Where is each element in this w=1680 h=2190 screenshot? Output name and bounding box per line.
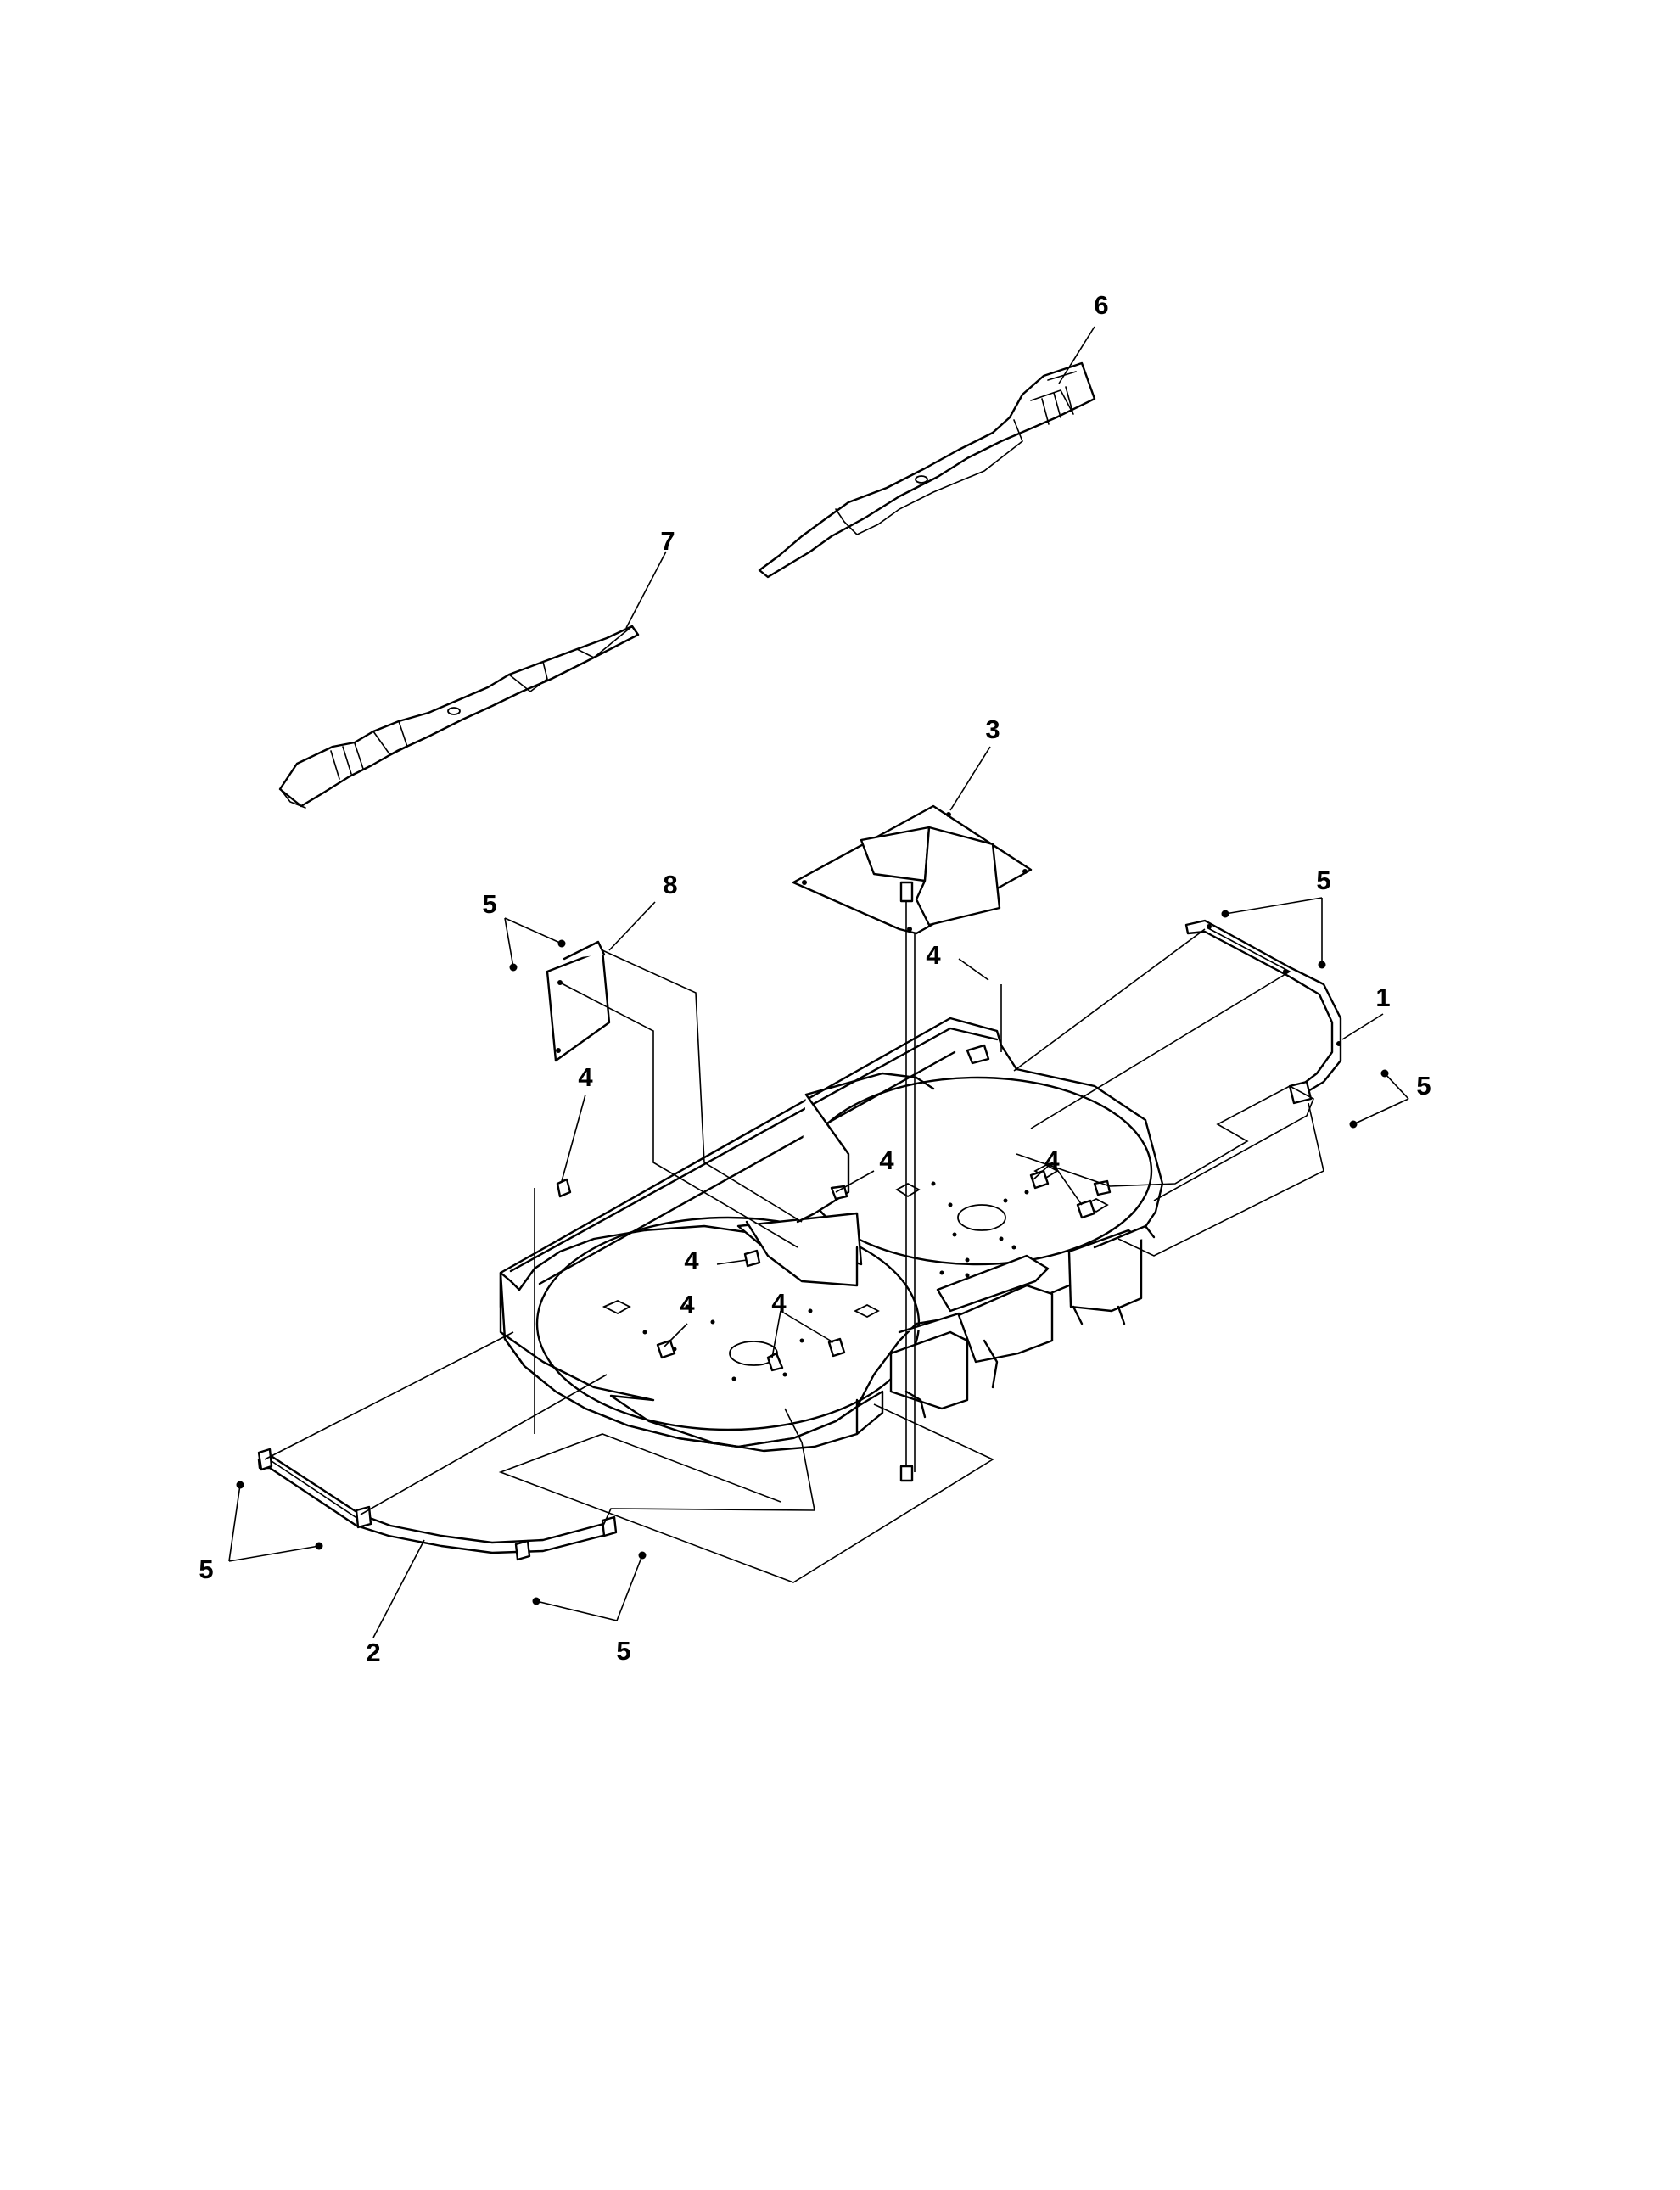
callout-4c: 4 xyxy=(879,1145,894,1175)
callout-7: 7 xyxy=(660,526,675,556)
deck-trim-strip-2 xyxy=(257,1448,618,1561)
callout-5e: 5 xyxy=(616,1636,630,1666)
callout-4e: 4 xyxy=(684,1246,699,1275)
deck-trim-strip-1 xyxy=(1184,919,1342,1105)
mower-blade-6 xyxy=(758,361,1096,579)
callout-5d: 5 xyxy=(199,1554,213,1584)
bracket-8 xyxy=(546,940,611,1062)
callout-8: 8 xyxy=(663,870,677,899)
callout-6: 6 xyxy=(1094,290,1108,320)
assembly-leader-lines xyxy=(264,901,1324,1583)
callout-5c: 5 xyxy=(1416,1071,1431,1101)
callout-4f: 4 xyxy=(680,1290,695,1319)
callout-5a: 5 xyxy=(482,889,496,919)
discharge-chute-3 xyxy=(792,804,1033,935)
callout-4d: 4 xyxy=(1044,1145,1060,1175)
callout-labels: 1 2 3 4 4 4 4 4 4 4 5 5 5 5 5 6 7 8 xyxy=(199,290,1431,1667)
callout-2: 2 xyxy=(366,1638,380,1667)
callout-4g: 4 xyxy=(771,1288,787,1318)
mower-deck-housing xyxy=(499,1017,1164,1453)
callout-4a: 4 xyxy=(926,940,941,970)
callout-4b: 4 xyxy=(578,1062,593,1092)
callout-1: 1 xyxy=(1375,983,1390,1012)
mower-blade-7 xyxy=(278,625,640,809)
callout-3: 3 xyxy=(985,714,1000,744)
callout-5b: 5 xyxy=(1316,865,1330,895)
callout-leaders xyxy=(228,326,1409,1638)
